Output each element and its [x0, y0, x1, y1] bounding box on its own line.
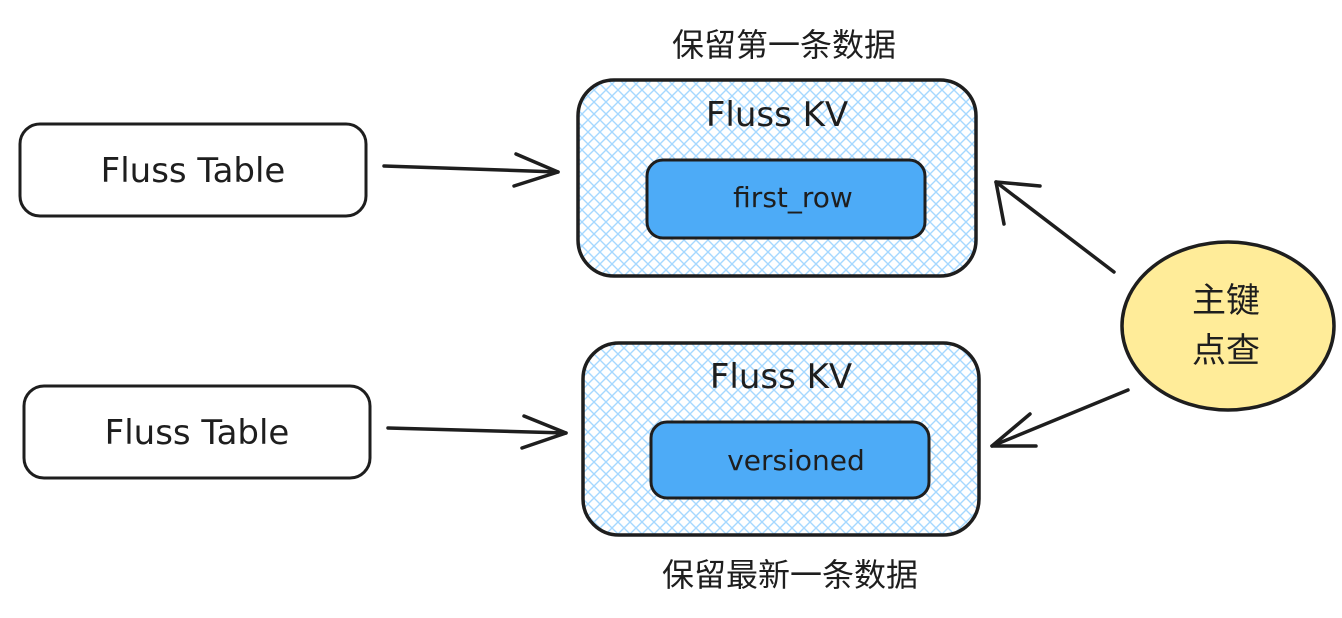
top-kv-label: Fluss KV — [706, 95, 848, 135]
first-row-box: first_row — [645, 158, 927, 240]
lookup-label-line2: 点查 — [1192, 331, 1260, 371]
versioned-box: versioned — [649, 420, 931, 500]
lookup-to-versioned-arrow — [990, 388, 1130, 448]
top-source-table-label: Fluss Table — [101, 151, 286, 191]
bottom-source-table-label: Fluss Table — [105, 413, 290, 453]
bottom-kv-label: Fluss KV — [710, 357, 852, 397]
top-source-arrow — [382, 152, 560, 188]
top-source-table: Fluss Table — [18, 122, 368, 218]
top-caption: 保留第一条数据 — [672, 26, 896, 64]
bottom-source-table: Fluss Table — [22, 384, 372, 480]
bottom-source-arrow — [386, 414, 568, 450]
first-row-label: first_row — [733, 181, 853, 214]
versioned-label: versioned — [727, 444, 865, 477]
lookup-to-first-row-arrow — [994, 180, 1116, 274]
primary-key-lookup-node: 主键 点查 — [1120, 240, 1336, 412]
bottom-caption: 保留最新一条数据 — [662, 556, 918, 594]
lookup-label-line1: 主键 — [1192, 281, 1260, 321]
